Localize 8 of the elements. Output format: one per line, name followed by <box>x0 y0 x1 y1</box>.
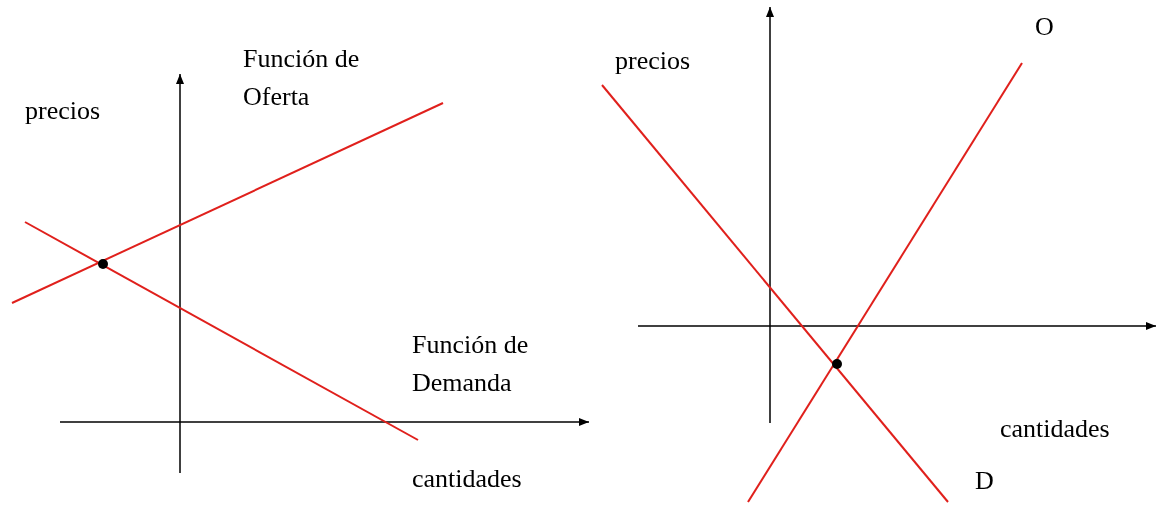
axis-label: D <box>975 465 995 497</box>
axis-label: Función de Oferta <box>243 43 361 113</box>
axis-label: cantidades <box>412 463 523 495</box>
axis-label: precios <box>615 45 692 77</box>
axis-label: precios <box>25 95 102 127</box>
axis-label: Función de Demanda <box>412 329 530 399</box>
axis-label: O <box>1035 11 1055 43</box>
axis-label: cantidades <box>1000 413 1111 445</box>
